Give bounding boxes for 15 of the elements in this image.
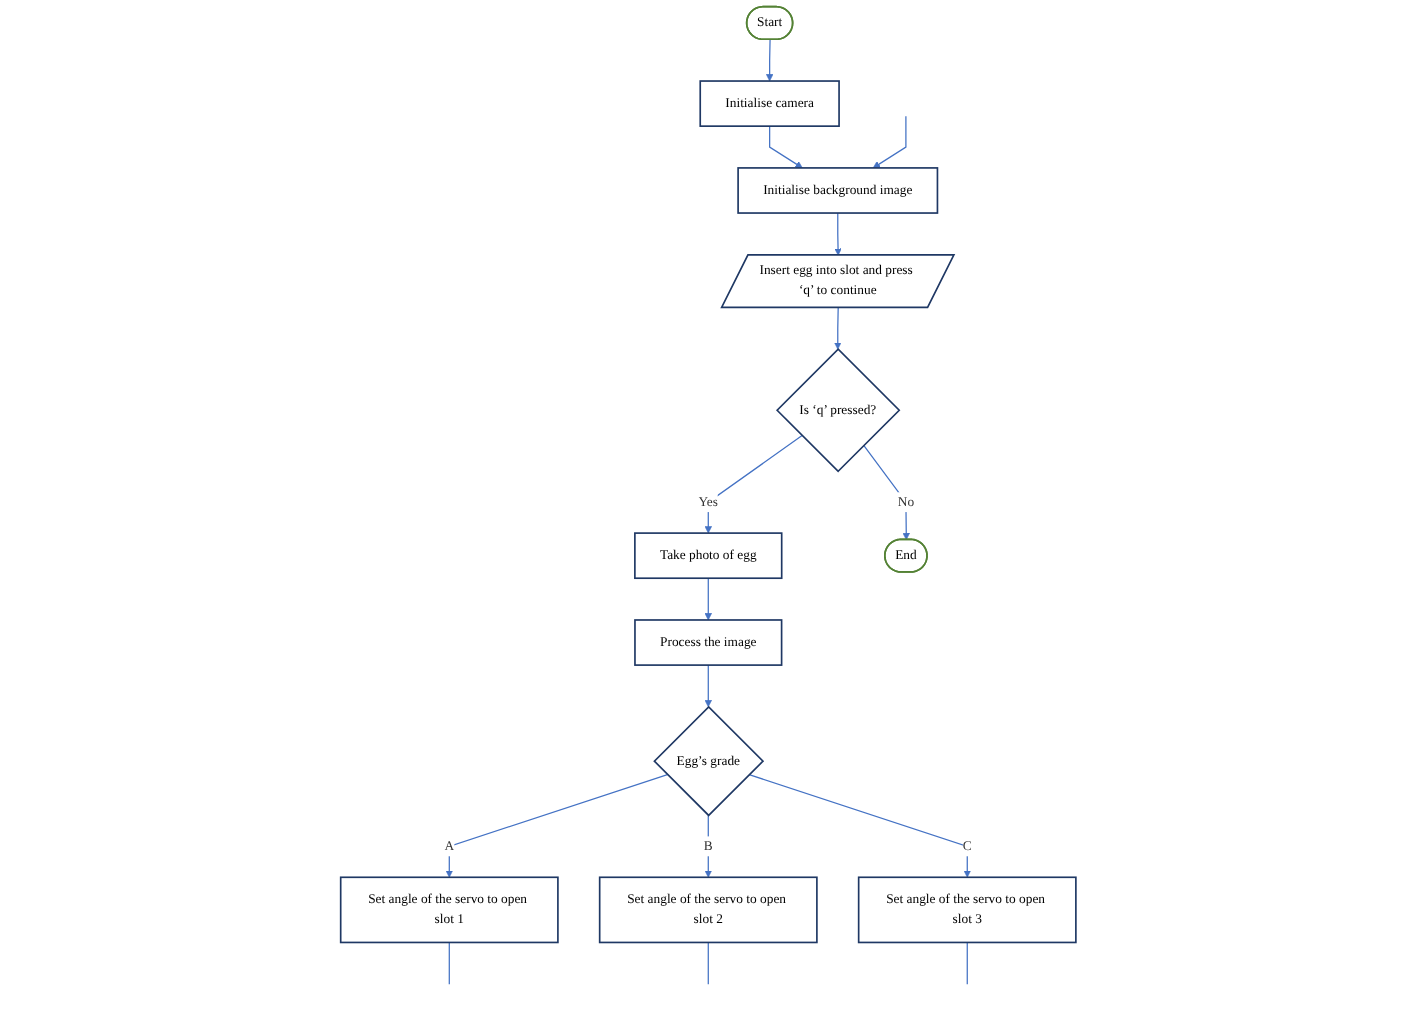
arrow [704,434,803,534]
arrow [704,814,712,878]
arrow [833,307,842,350]
arrow [765,39,774,82]
arrow [862,444,910,541]
arrow [872,115,907,169]
connector [966,941,968,985]
connector [707,941,709,985]
arrow [834,212,842,256]
arrow [704,664,712,708]
connector [448,941,450,985]
arrow [748,774,971,878]
arrow [704,577,712,621]
arrow [445,774,668,878]
arrow [768,125,803,169]
